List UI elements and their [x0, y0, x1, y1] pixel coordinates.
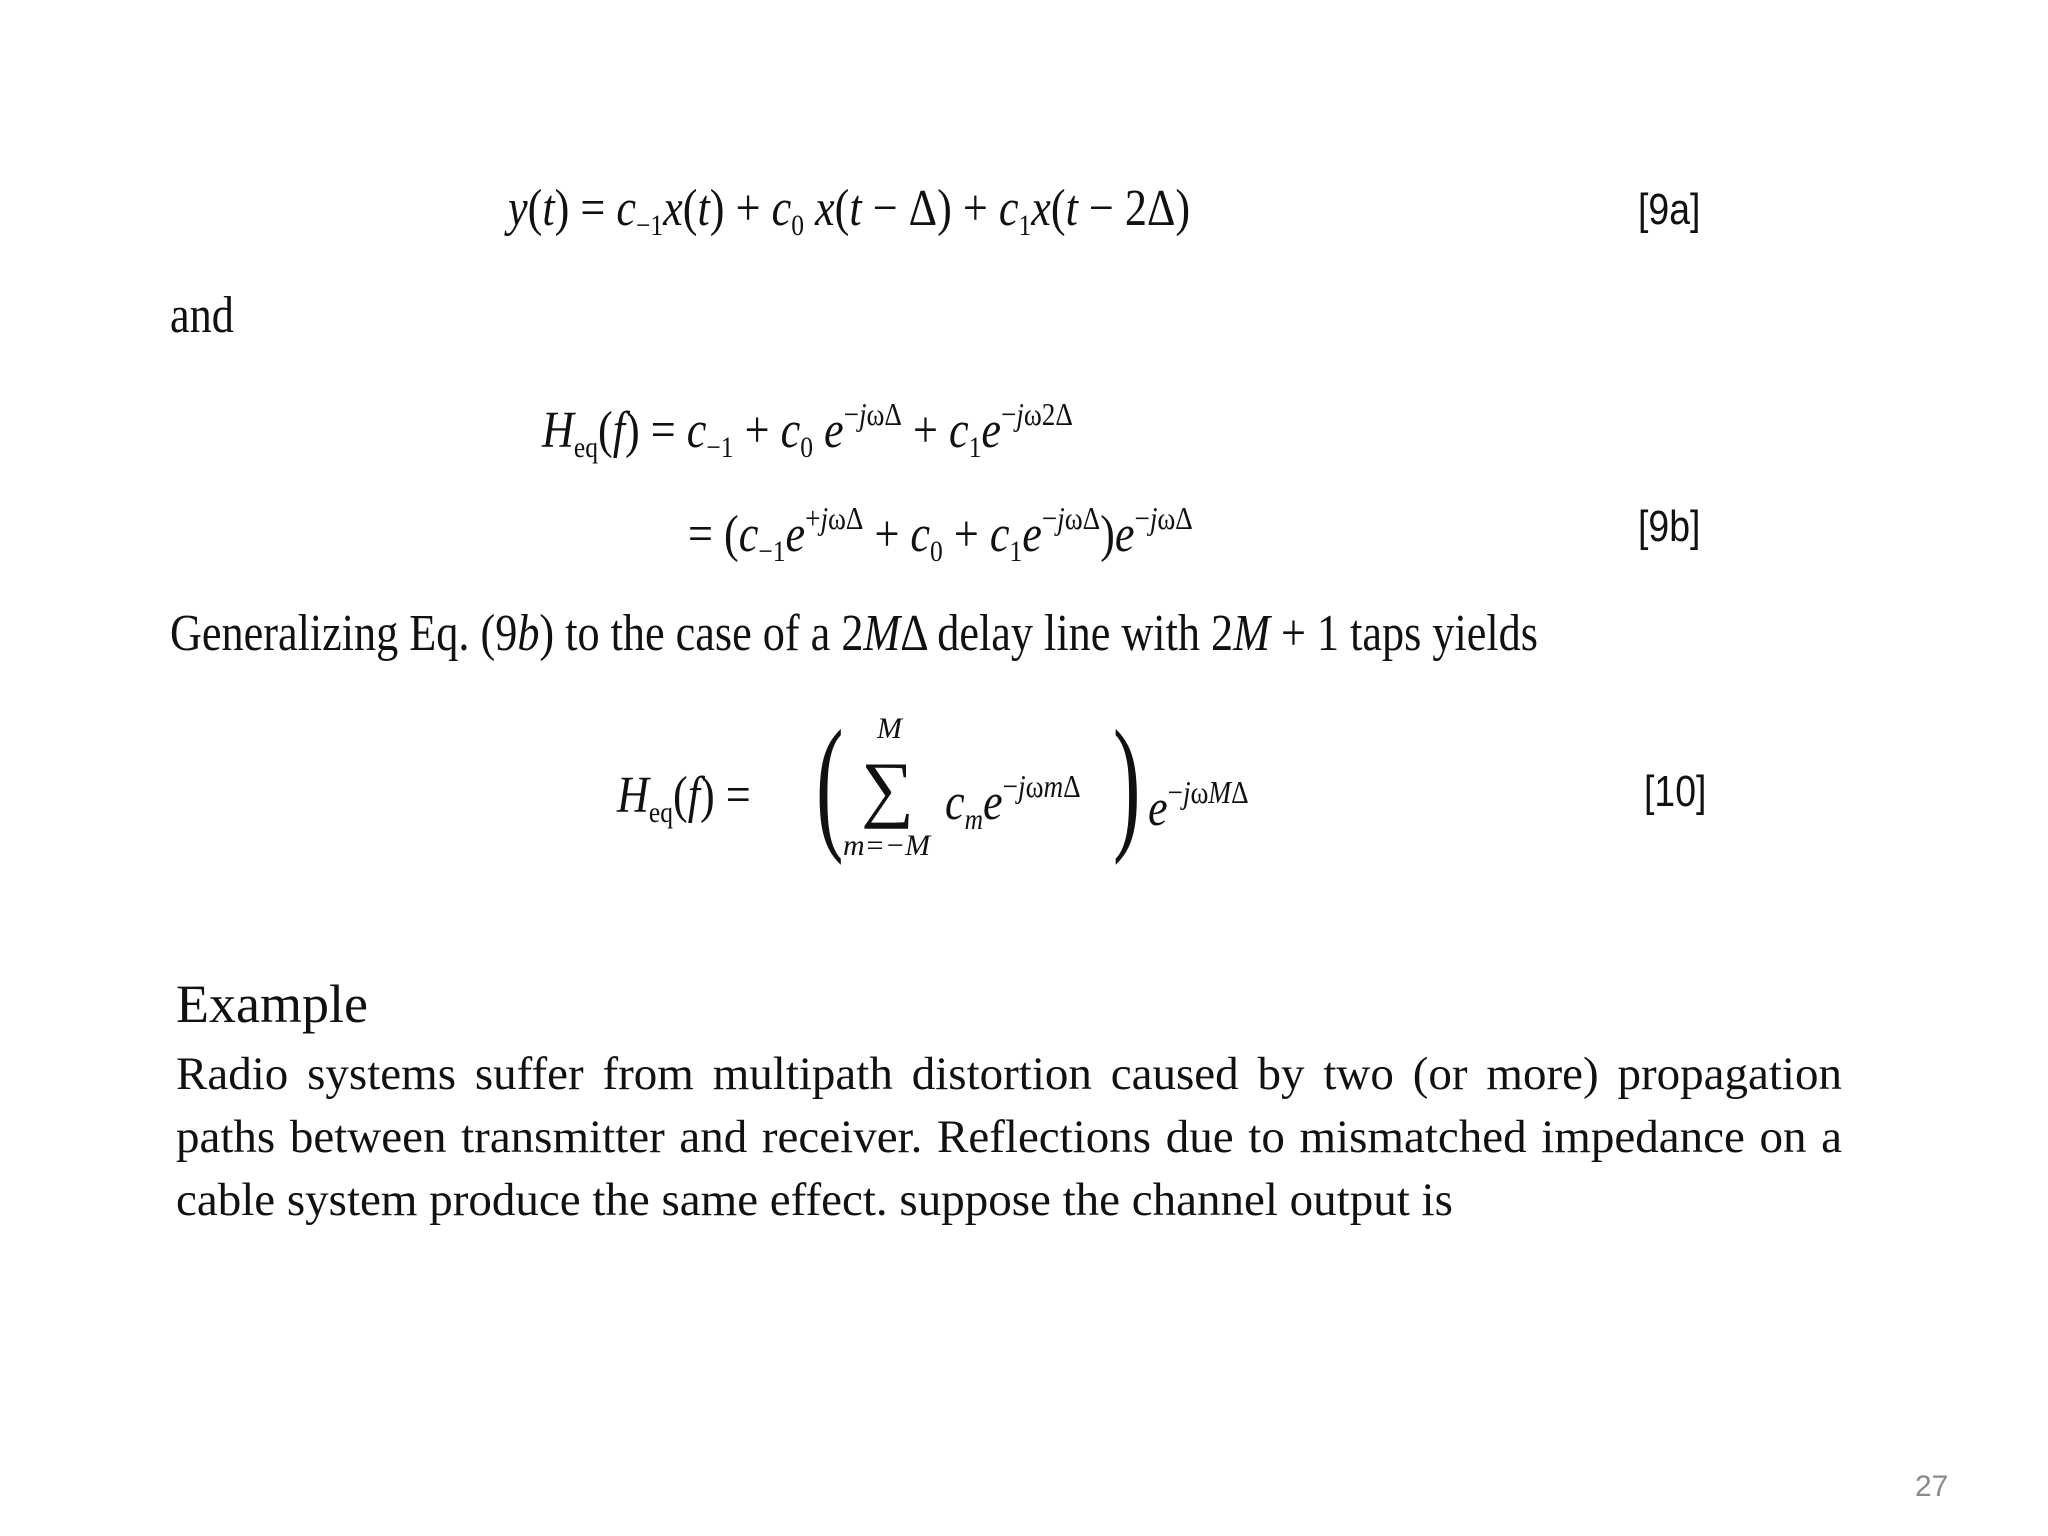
- equation-10-factor: e−jωMΔ: [1148, 774, 1249, 837]
- equation-label-9a: [9a]: [1638, 185, 1701, 234]
- equation-9b-line2: = (c−1e+jωΔ + c0 + c1e−jωΔ)e−jωΔ: [688, 500, 1193, 568]
- generalizing-text: Generalizing Eq. (9b) to the case of a 2…: [170, 605, 1538, 662]
- equation-label-9b: [9b]: [1638, 502, 1701, 551]
- equation-10-summand: cme−jωmΔ: [945, 768, 1081, 836]
- equation-10-summation: M ∑ m=−M: [843, 712, 931, 862]
- connector-text: and: [170, 287, 234, 344]
- equation-10-lhs: Heq(f) =: [617, 767, 751, 829]
- equation-10-right-paren: ): [1113, 700, 1141, 866]
- equation-label-10: [10]: [1644, 767, 1707, 816]
- equation-9a: y(t) = c−1x(t) + c0 x(t − Δ) + c1x(t − 2…: [508, 180, 1191, 242]
- equation-9b-line1: Heq(f) = c−1 + c0 e−jωΔ + c1e−jω2Δ: [542, 396, 1073, 464]
- page-number: 27: [1915, 1470, 1949, 1503]
- example-paragraph: Radio systems suffer from multipath dist…: [176, 1048, 1842, 1226]
- example-heading: Example: [176, 974, 368, 1034]
- equation-10-left-paren: (: [816, 700, 844, 866]
